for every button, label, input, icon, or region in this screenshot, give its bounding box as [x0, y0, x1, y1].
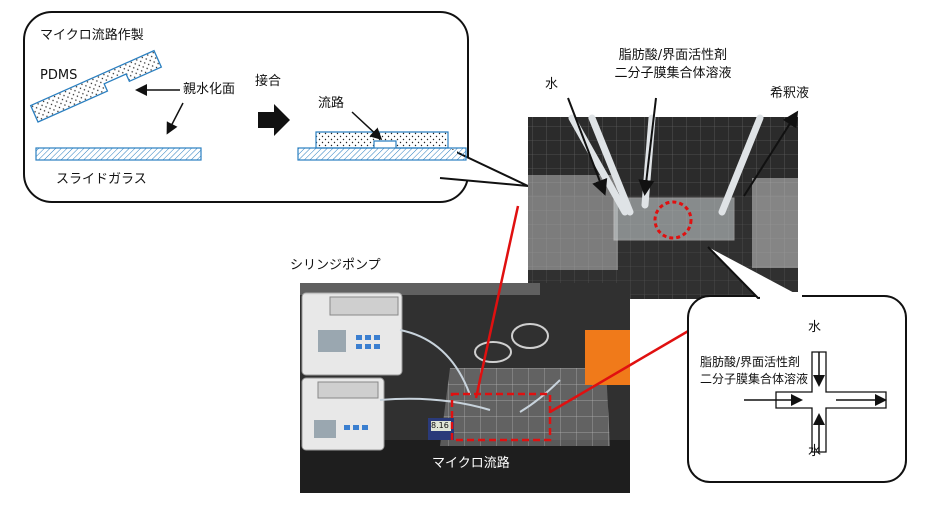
schematic-solution-line1: 脂肪酸/界面活性剤	[700, 355, 801, 369]
hydrophilize-arrow	[166, 102, 184, 135]
red-link-closeup	[474, 205, 520, 399]
setup-photo	[300, 283, 630, 493]
water-arrow	[567, 97, 608, 196]
dilution-arrow	[743, 110, 799, 197]
schematic-solution-line2: 二分子膜集合体溶液	[700, 372, 809, 386]
channel-label: 流路	[318, 96, 345, 111]
bonding-arrow	[258, 104, 290, 136]
slide-glass-label: スライドガラス	[56, 172, 147, 187]
dilution-label: 希釈液	[770, 86, 810, 101]
pdms-label: PDMS	[40, 68, 78, 83]
slide-glass	[35, 147, 202, 161]
solution-label-line2: 二分子膜集合体溶液	[614, 66, 732, 81]
hydrophilize-label: 親水化面	[183, 82, 236, 97]
solution-arrow	[638, 97, 657, 196]
fabrication-title: マイクロ流路作製	[40, 28, 144, 43]
microchannel-label: マイクロ流路	[432, 456, 510, 471]
cross-channel	[775, 351, 887, 453]
red-link-schematic	[549, 328, 691, 414]
bonding-label: 接合	[255, 74, 282, 89]
timer-display: 8.16	[431, 421, 449, 430]
schematic-callout	[687, 246, 907, 483]
channel-arrow	[351, 111, 383, 141]
closeup-photo	[528, 114, 798, 299]
water-label-photo: 水	[545, 77, 559, 92]
syringe-pump-label: シリンジポンプ	[290, 258, 381, 273]
bonded-slide-glass	[297, 147, 467, 161]
schematic-water-bottom: 水	[808, 444, 822, 459]
solution-label-line1: 脂肪酸/界面活性剤	[618, 48, 728, 63]
schematic-water-top: 水	[808, 320, 822, 335]
pdms-block	[29, 49, 163, 123]
